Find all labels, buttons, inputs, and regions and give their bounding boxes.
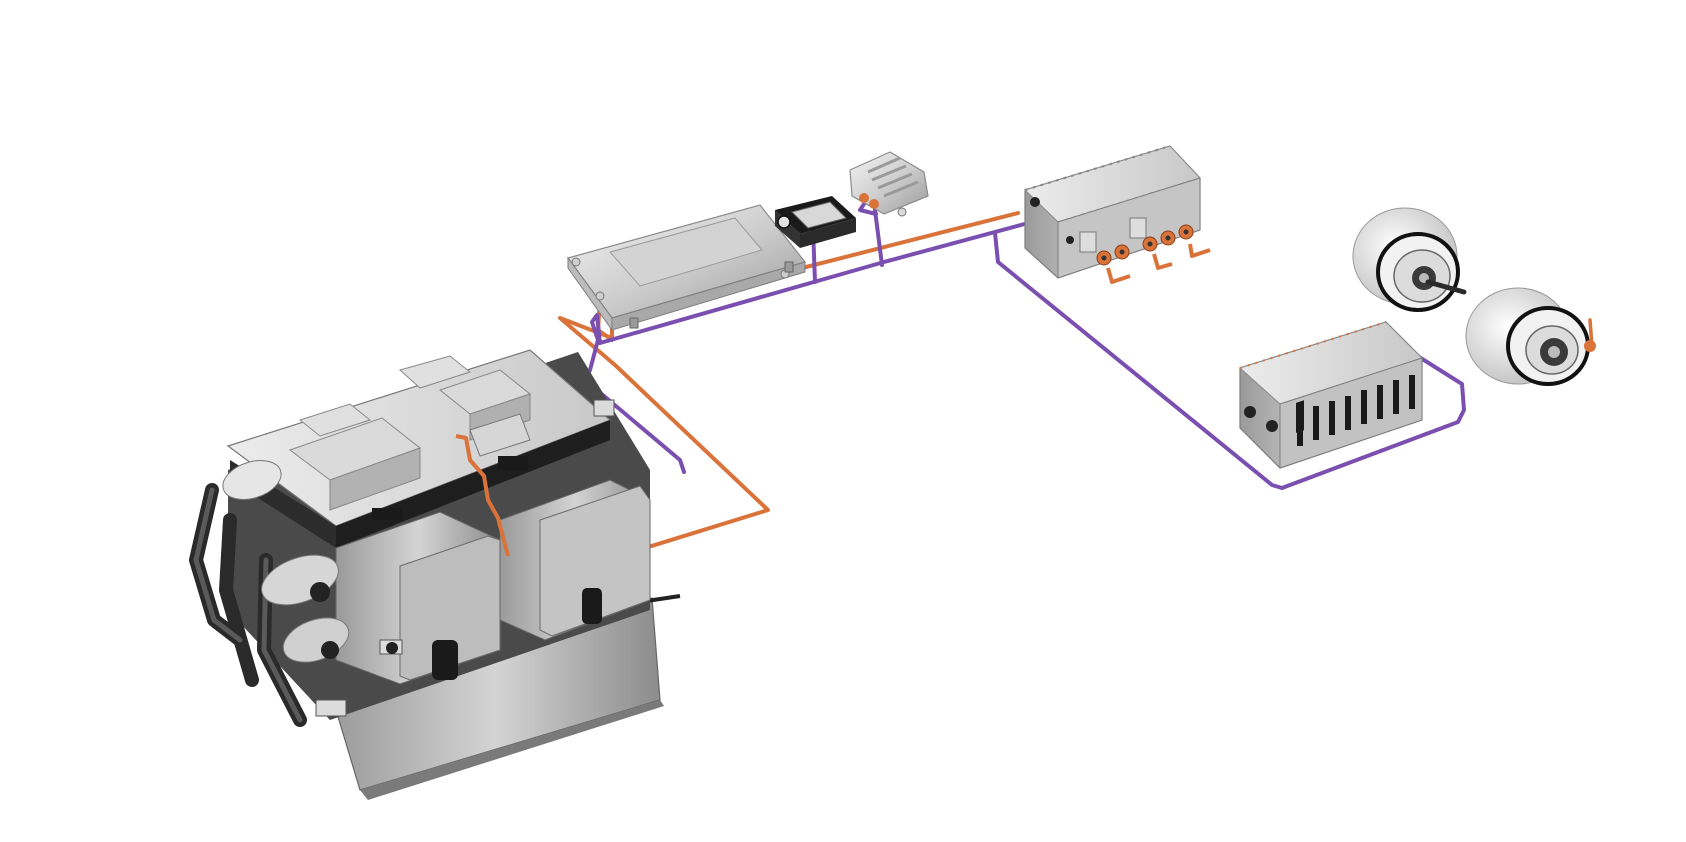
power-module bbox=[189, 349, 681, 800]
purple-io-to-terminal bbox=[993, 231, 1466, 490]
terminal-module bbox=[1239, 321, 1423, 469]
encoder-2 bbox=[1465, 287, 1596, 386]
encoder-1 bbox=[1352, 207, 1467, 312]
gateway bbox=[775, 196, 856, 248]
purple-control-to-io bbox=[583, 220, 1034, 474]
control-board bbox=[567, 204, 807, 332]
communication-adapter bbox=[849, 151, 929, 217]
io-module bbox=[1024, 145, 1211, 284]
